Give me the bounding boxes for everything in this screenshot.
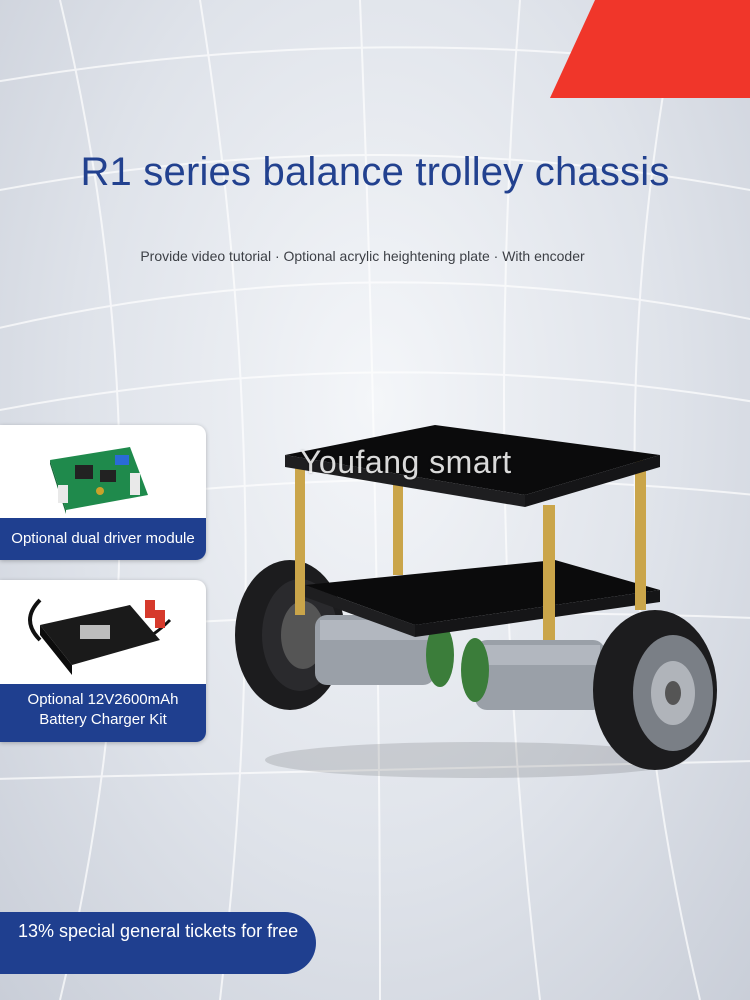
battery-caption-line2: Battery Charger Kit — [39, 711, 167, 728]
battery-charger-kit-card[interactable]: Optional 12V2600mAh Battery Charger Kit — [0, 580, 206, 742]
battery-charger-image — [28, 598, 172, 675]
battery-charger-kit-caption: Optional 12V2600mAh Battery Charger Kit — [0, 684, 206, 742]
dual-driver-module-caption: Optional dual driver module — [0, 518, 206, 560]
dual-driver-module-card[interactable]: Optional dual driver module — [0, 425, 206, 560]
battery-caption-line1: Optional 12V2600mAh — [27, 691, 179, 708]
corner-red-banner — [550, 0, 750, 98]
promo-ticket-badge[interactable]: 13% special general tickets for free — [0, 912, 316, 974]
watermark-text: Youfang smart — [300, 444, 512, 480]
page-title: R1 series balance trolley chassis — [80, 150, 670, 194]
page-subtitle: Provide video tutorial · Optional acryli… — [140, 248, 585, 264]
balance-trolley-chassis-image — [235, 425, 717, 778]
right-wheel — [593, 610, 717, 770]
driver-module-image — [50, 447, 148, 514]
